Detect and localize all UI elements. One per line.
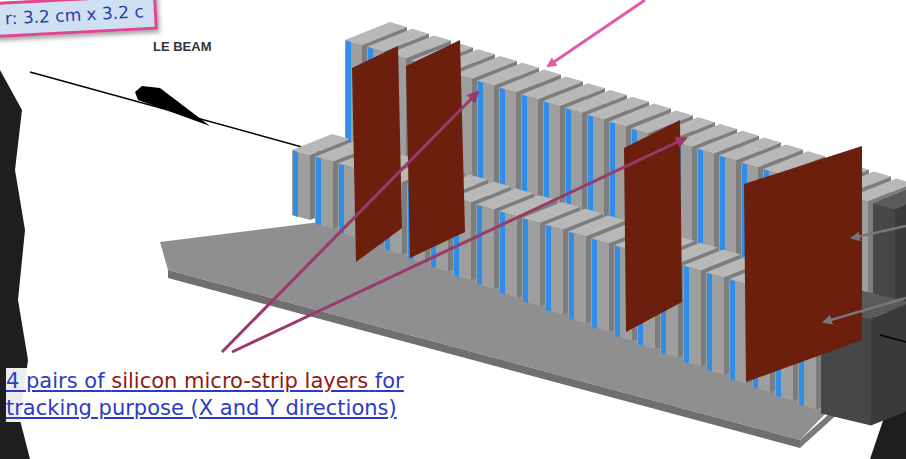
absorber-slab bbox=[697, 149, 714, 259]
leader-arrow bbox=[232, 138, 686, 352]
scintillator-layer bbox=[523, 218, 528, 303]
beam-label: LE BEAM bbox=[150, 39, 215, 54]
silicon-strip-plane bbox=[744, 146, 862, 382]
absorber-slab bbox=[565, 108, 582, 218]
absorber-slab bbox=[477, 81, 494, 191]
absorber-slab bbox=[729, 279, 747, 383]
scintillator-layer bbox=[720, 156, 725, 263]
annotation-text: 4 pairs of bbox=[6, 369, 105, 393]
scintillator-layer bbox=[684, 266, 689, 363]
scintillator-layer bbox=[346, 40, 351, 147]
absorber-slab bbox=[719, 156, 736, 266]
silicon-strip-plane bbox=[624, 120, 682, 332]
absorber-slab bbox=[522, 218, 540, 306]
scintillator-layer bbox=[500, 88, 505, 195]
scintillator-layer bbox=[544, 102, 549, 209]
absorber-slab bbox=[683, 266, 701, 367]
scintillator-layer bbox=[615, 246, 620, 338]
scintillator-layer bbox=[730, 280, 735, 381]
slab-side bbox=[871, 302, 906, 425]
scintillator-layer bbox=[316, 157, 321, 226]
scintillator-layer bbox=[610, 122, 615, 229]
beam-line bbox=[880, 335, 906, 342]
absorber-slab bbox=[609, 122, 626, 232]
absorber-slab bbox=[521, 94, 538, 204]
absorber-slab bbox=[292, 150, 310, 220]
scintillator-layer bbox=[293, 150, 298, 217]
absorber-slab bbox=[499, 88, 516, 198]
scintillator-layer bbox=[522, 95, 527, 202]
leader-arrow bbox=[222, 92, 478, 352]
scintillator-layer bbox=[566, 108, 571, 215]
annotation-block: 4 pairs of silicon micro-strip layers fo… bbox=[6, 368, 446, 422]
scintillator-layer bbox=[478, 81, 483, 188]
scintillator-layer bbox=[592, 239, 597, 329]
dimension-note: r: 3.2 cm x 3.2 c bbox=[0, 0, 155, 35]
leader-arrow bbox=[852, 226, 906, 238]
leader-arrow bbox=[824, 298, 906, 322]
scintillator-layer bbox=[698, 149, 703, 256]
scintillator-layer bbox=[569, 232, 574, 320]
scintillator-layer bbox=[707, 273, 712, 372]
scintillator-layer bbox=[339, 164, 344, 234]
leader-arrow bbox=[548, 0, 645, 66]
scintillator-layer bbox=[477, 205, 482, 286]
absorber-slab bbox=[587, 115, 604, 225]
absorber-slab bbox=[476, 204, 494, 288]
annotation-text: silicon micro-strip layers bbox=[111, 369, 368, 393]
slab-side bbox=[895, 191, 906, 314]
scintillator-layer bbox=[546, 225, 551, 312]
absorber-slab bbox=[568, 232, 586, 324]
absorber-slab bbox=[706, 272, 724, 374]
beam-arrow-cone bbox=[135, 86, 210, 126]
silicon-strip-plane bbox=[406, 40, 465, 258]
beam-line bbox=[30, 72, 320, 152]
absorber-slab bbox=[545, 225, 563, 315]
absorber-slab bbox=[543, 101, 560, 211]
absorber-slab bbox=[591, 238, 609, 331]
scintillator-layer bbox=[588, 115, 593, 222]
silicon-strip-plane bbox=[352, 46, 402, 262]
absorber-slab bbox=[315, 157, 333, 229]
